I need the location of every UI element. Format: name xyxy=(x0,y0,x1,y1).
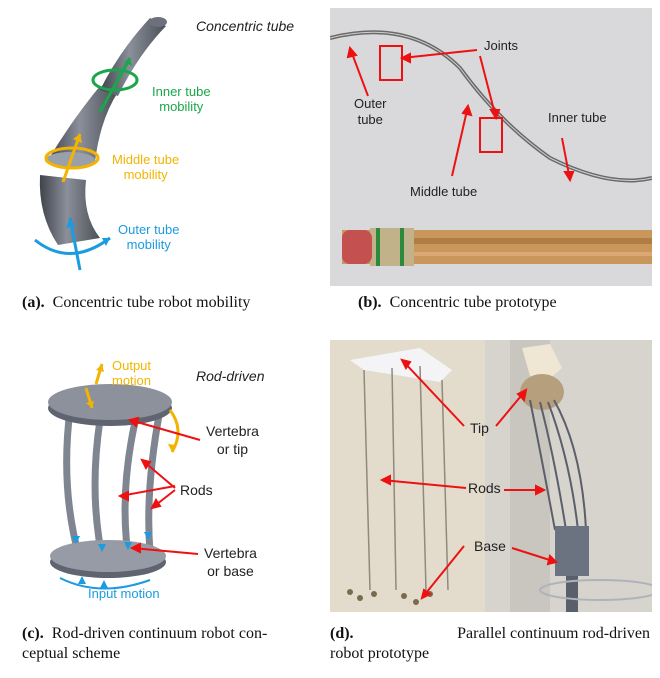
joint-box-1 xyxy=(379,45,403,81)
base-label: Base xyxy=(474,538,506,554)
rod-driven-illustration xyxy=(48,363,201,590)
pencil-eraser xyxy=(342,230,372,264)
right-tip xyxy=(522,344,562,380)
rods-label: Rods xyxy=(180,482,213,498)
middle-tube-shape xyxy=(48,86,118,162)
panel-d-rod-driven-prototype: Tip Rods Base xyxy=(330,340,652,612)
caption-b: (b). Concentric tube prototype xyxy=(358,294,557,311)
caption-c: (c). Rod-driven continuum robot con- cep… xyxy=(22,625,268,662)
left-tip-plate xyxy=(350,348,452,382)
prototype-photo-scene xyxy=(330,8,652,286)
inner-tube-shape xyxy=(100,18,166,96)
middle-tube-label: Middle tube xyxy=(410,184,478,199)
joints-label: Joints xyxy=(484,38,518,53)
joint-box-2 xyxy=(479,117,503,153)
right-base xyxy=(555,526,589,576)
rod-driven-prototype-photo xyxy=(330,340,652,612)
input-motion-label: Input motion xyxy=(88,586,160,601)
outer-tube-shape xyxy=(39,175,100,245)
panel-a-header: Concentric tube xyxy=(196,18,295,34)
panel-c-header: Rod-driven xyxy=(196,368,265,384)
tip-label: Tip xyxy=(470,420,489,436)
concentric-tube-illustration xyxy=(34,17,167,271)
caption-a: (a). Concentric tube robot mobility xyxy=(22,294,251,311)
rods-label-d: Rods xyxy=(468,480,501,496)
caption-d: (d).Parallel continuum rod-driven robot … xyxy=(330,625,650,662)
inner-tube-label: Inner tube xyxy=(548,110,607,125)
